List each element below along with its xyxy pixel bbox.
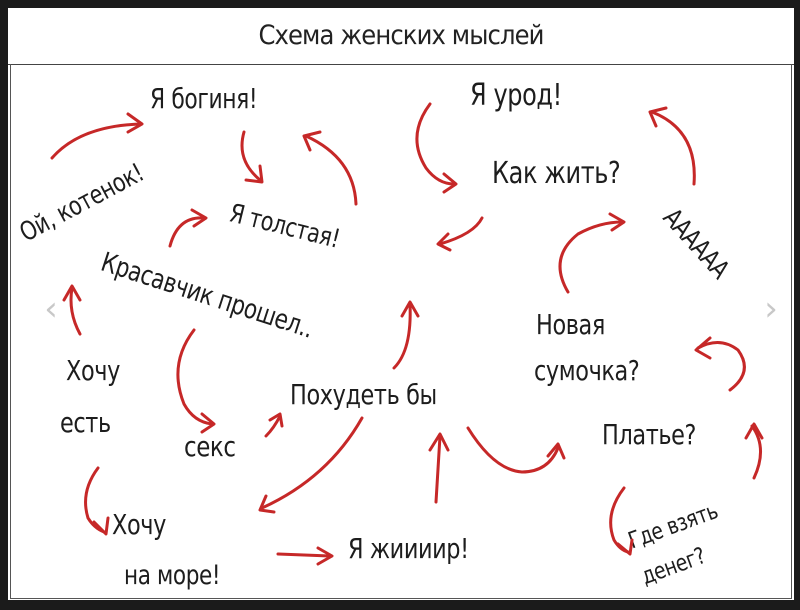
thought-want-sea-line2: на море! xyxy=(124,560,221,591)
thought-want-eat-line2: есть xyxy=(60,406,111,439)
page-title: Схема женских мыслей xyxy=(258,20,544,51)
arrow-want-sea-to-fat-again xyxy=(276,546,334,566)
chevron-left-icon: ‹ xyxy=(44,289,58,329)
thought-sex: секс xyxy=(184,430,236,463)
arrow-fat-to-goddess xyxy=(302,130,358,206)
arrow-new-bag-to-scream xyxy=(558,212,626,294)
arrow-lose-weight-to-dress xyxy=(466,426,566,474)
arrow-dress-to-new-bag xyxy=(694,336,746,392)
arrow-lose-weight-to-want-sea xyxy=(258,416,364,514)
next-image-button[interactable]: › xyxy=(756,289,786,329)
arrows-layer xyxy=(50,102,764,566)
arrow-curve-to-sex xyxy=(176,328,216,434)
arrow-how-live-to-fat xyxy=(436,216,484,252)
arrow-money-to-dress xyxy=(744,422,764,480)
thought-want-eat-line1: Хочу xyxy=(66,354,120,387)
arrow-lose-weight-to-fat xyxy=(392,300,420,370)
thought-new-bag-line2: сумочка? xyxy=(534,354,640,387)
prev-image-button[interactable]: ‹ xyxy=(36,289,66,329)
arrow-ugly-to-how-live xyxy=(415,102,458,194)
thought-how-live: Как жить? xyxy=(492,156,621,191)
arrow-kitten-to-goddess xyxy=(50,112,144,160)
thought-ugly: Я урод! xyxy=(470,78,562,113)
thought-dress: Платье? xyxy=(602,418,697,451)
thought-lose-weight: Похудеть бы xyxy=(290,378,437,411)
thought-new-bag-line1: Новая xyxy=(536,308,605,341)
arrow-sex-to-lose-weight xyxy=(264,412,284,438)
arrow-goddess-to-fat xyxy=(240,130,264,184)
arrow-to-money xyxy=(609,486,634,556)
diagram-frame xyxy=(10,64,792,599)
thought-want-sea-line1: Хочу xyxy=(112,508,166,541)
arrow-handsome-to-fat xyxy=(168,208,208,248)
thought-goddess: Я богиня! xyxy=(150,82,258,115)
chevron-right-icon: › xyxy=(764,289,778,329)
meme-card: Схема женских мыслей Я богиня! Я урод! О… xyxy=(8,8,794,600)
thought-fat-again: Я жиииир! xyxy=(348,532,469,565)
arrow-scream-to-ugly xyxy=(648,106,696,186)
arrow-fat-again-to-lose-weight xyxy=(428,432,450,504)
arrow-want-eat-to-want-sea xyxy=(84,466,110,536)
arrow-handsome-to-want-eat xyxy=(62,284,82,336)
title-box: Схема женских мыслей xyxy=(8,8,794,65)
